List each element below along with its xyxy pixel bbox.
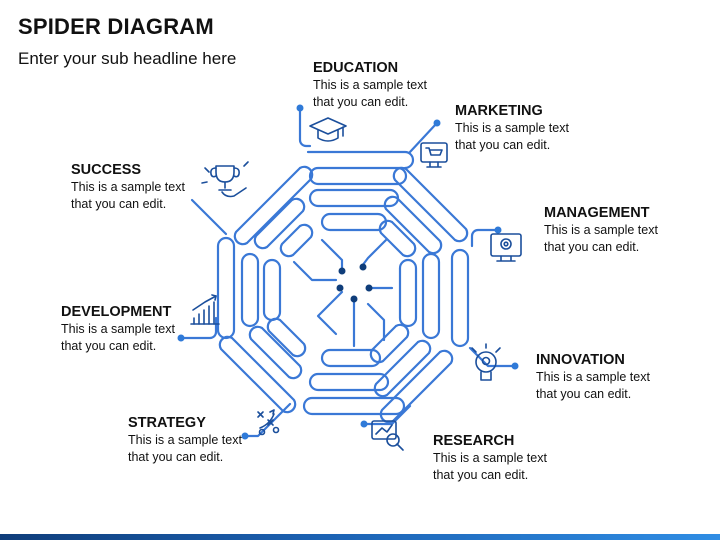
maze-outer-top-left	[233, 165, 314, 246]
item-innovation: INNOVATION This is a sample text that yo…	[536, 351, 650, 402]
monitor-gear-icon	[490, 233, 522, 262]
maze-inner-left	[262, 258, 282, 322]
growth-chart-icon	[190, 294, 220, 325]
maze-outer-bottom-right	[379, 349, 454, 424]
maze-inner-tr	[378, 219, 417, 258]
item-strategy: STRATEGY This is a sample text that you …	[128, 414, 242, 465]
maze-outer-bottom-left	[218, 335, 297, 414]
maze-core-1	[320, 238, 344, 270]
maze-ring2-left	[240, 252, 260, 328]
item-text: This is a sample text	[536, 370, 650, 384]
maze-core-6	[316, 290, 344, 336]
item-text: that you can edit.	[544, 239, 640, 254]
item-heading: SUCCESS	[71, 162, 142, 178]
trophy-hand-icon	[201, 161, 249, 198]
maze-outer-left	[216, 236, 236, 340]
item-text: This is a sample text	[71, 180, 185, 194]
connector-strategy	[244, 402, 292, 438]
maze-outer-top	[308, 166, 408, 186]
item-text: This is a sample text	[455, 121, 569, 135]
maze-outer-top-right	[392, 166, 469, 243]
tactics-board-icon	[257, 409, 280, 436]
item-heading: MANAGEMENT	[544, 205, 650, 221]
connector-success	[190, 198, 228, 236]
connector-development	[180, 316, 218, 340]
connector-research	[363, 404, 412, 426]
maze-ring2-bl	[248, 325, 303, 380]
dot-innovation	[511, 362, 519, 370]
connector-education	[298, 108, 312, 148]
center-node-4	[350, 295, 358, 303]
dot-management	[494, 226, 502, 234]
connector-innovation	[468, 346, 516, 368]
connector-management	[470, 228, 499, 248]
item-success: SUCCESS This is a sample text that you c…	[71, 161, 185, 212]
maze-ring2-right	[421, 252, 441, 340]
maze-outer-top2	[306, 150, 415, 170]
dot-strategy	[241, 432, 249, 440]
maze-core-4	[366, 302, 386, 342]
footer-accent-bar	[0, 534, 720, 540]
center-node-1	[338, 267, 346, 275]
center-node-2	[359, 263, 367, 271]
magnifier-chart-icon	[371, 420, 404, 451]
item-management: MANAGEMENT This is a sample text that yo…	[544, 204, 658, 255]
dot-marketing	[433, 119, 441, 127]
graduation-cap-icon	[309, 117, 347, 142]
maze-inner-tl	[279, 223, 314, 258]
item-text: that you can edit.	[433, 467, 529, 482]
item-text: This is a sample text	[128, 433, 242, 447]
item-research: RESEARCH This is a sample text that you …	[433, 432, 547, 483]
dot-development	[177, 334, 185, 342]
maze-outer-bottom	[302, 396, 406, 416]
item-text: This is a sample text	[433, 451, 547, 465]
item-heading: MARKETING	[455, 103, 543, 119]
center-node-5	[336, 284, 344, 292]
lightbulb-gear-icon	[471, 343, 501, 381]
item-education: EDUCATION This is a sample text that you…	[313, 59, 427, 110]
maze-inner-br	[369, 323, 410, 364]
maze-ring2-tr	[383, 195, 443, 255]
item-heading: RESEARCH	[433, 433, 515, 449]
maze-ring2-br	[373, 339, 432, 398]
item-marketing: MARKETING This is a sample text that you…	[455, 102, 569, 153]
item-text: This is a sample text	[544, 223, 658, 237]
dot-research	[360, 420, 368, 428]
maze-outer-right	[450, 248, 470, 348]
item-text: that you can edit.	[536, 386, 632, 401]
maze-inner-top	[320, 212, 388, 232]
maze-ring2-bottom	[308, 372, 390, 392]
page-title: SPIDER DIAGRAM	[18, 14, 214, 39]
item-heading: INNOVATION	[536, 352, 625, 368]
item-text: that you can edit.	[455, 137, 551, 152]
maze-inner-bottom	[320, 348, 382, 368]
item-development: DEVELOPMENT This is a sample text that y…	[61, 303, 175, 354]
item-text: that you can edit.	[128, 449, 224, 464]
center-node-3	[365, 284, 373, 292]
item-text: that you can edit.	[313, 94, 409, 109]
connector-marketing	[408, 122, 438, 154]
item-heading: EDUCATION	[313, 60, 399, 76]
item-text: that you can edit.	[71, 196, 167, 211]
maze-inner-bl	[266, 317, 307, 358]
maze-inner-right	[398, 258, 418, 328]
dot-education	[296, 104, 304, 112]
item-heading: STRATEGY	[128, 415, 206, 431]
maze-ring2-top	[308, 188, 400, 208]
item-text: that you can edit.	[61, 338, 157, 353]
maze-core-7	[292, 260, 338, 282]
item-text: This is a sample text	[313, 78, 427, 92]
item-heading: DEVELOPMENT	[61, 304, 172, 320]
maze-ring2-tl	[253, 197, 306, 250]
maze-core-2	[360, 238, 388, 268]
shopping-cart-monitor-icon	[420, 142, 448, 168]
page-subtitle: Enter your sub headline here	[18, 49, 237, 68]
item-text: This is a sample text	[61, 322, 175, 336]
